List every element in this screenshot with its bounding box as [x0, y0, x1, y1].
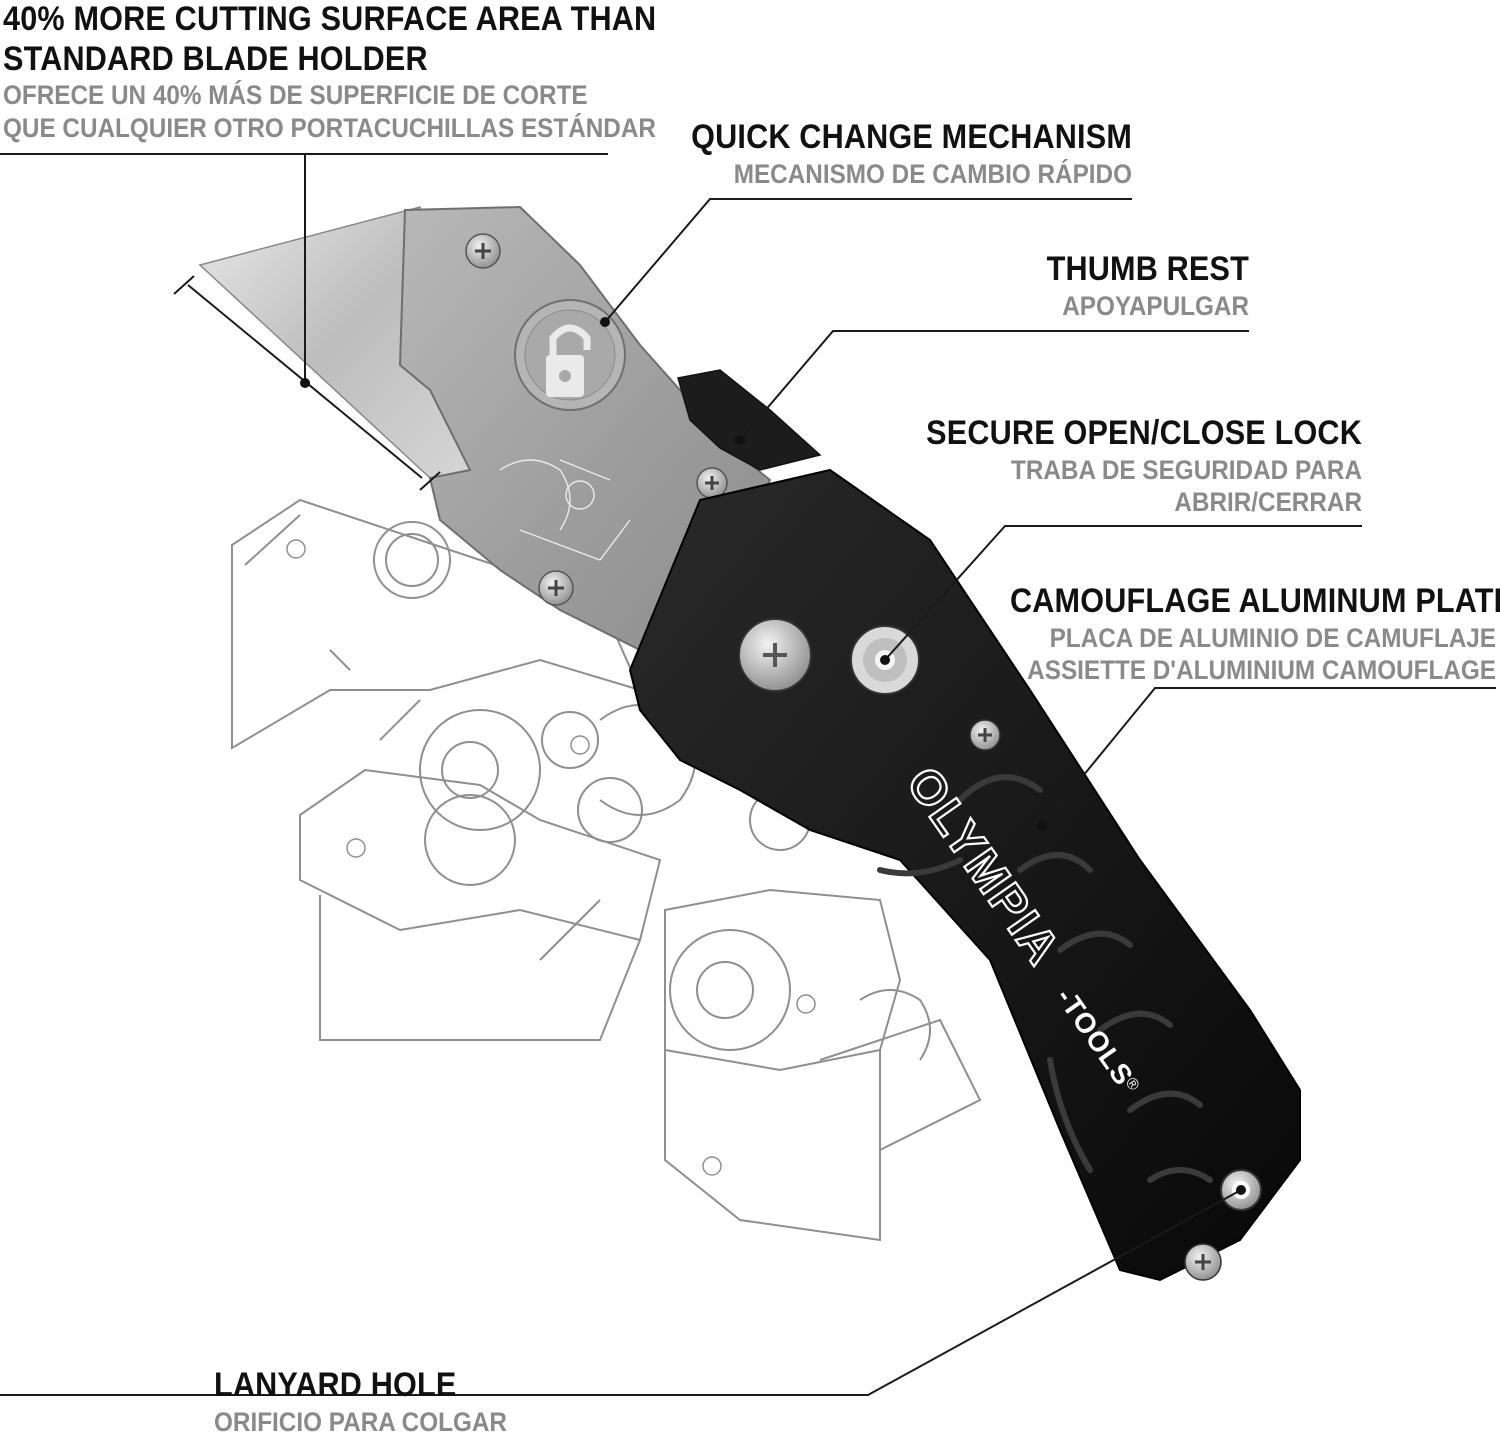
leader-quick-change	[604, 198, 1132, 323]
background-sketch	[231, 498, 982, 1242]
quick-change-title: QUICK CHANGE MECHANISM	[691, 118, 1132, 156]
leader-thumb-rest	[739, 330, 1249, 441]
screw-icon	[538, 570, 574, 606]
callout-cutting-surface: 40% MORE CUTTING SURFACE AREA THAN STAND…	[3, 0, 657, 143]
plate-sub-line2: ASSIETTE D'ALUMINIUM CAMOUFLAGE	[1027, 655, 1496, 686]
plate-sub-line1: PLACA DE ALUMINIO DE CAMUFLAJE	[1049, 622, 1496, 653]
leader-plate	[1041, 687, 1496, 827]
leader-dots	[300, 317, 1246, 1195]
cutting-title-line1: 40% MORE CUTTING SURFACE AREA THAN	[3, 0, 657, 38]
lock-sub-line2: ABRIR/CERRAR	[1174, 487, 1362, 518]
leader-cutting-tick1	[173, 275, 195, 295]
screw-icon	[969, 719, 1001, 751]
background-sketch-stars	[286, 539, 816, 1176]
pivot-screw-icon	[738, 618, 812, 692]
plate-title: CAMOUFLAGE ALUMINUM PLATE	[1010, 582, 1500, 620]
screw-icon	[465, 233, 501, 269]
leader-lanyard	[0, 1189, 1242, 1396]
leader-lock	[884, 525, 1362, 661]
callout-lanyard: LANYARD HOLE ORIFICIO PARA COLGAR	[214, 1366, 634, 1437]
handle-grooves	[877, 774, 1213, 1183]
lanyard-title: LANYARD HOLE	[214, 1366, 457, 1404]
lock-sub-line1: TRABA DE SEGURIDAD PARA	[1010, 454, 1362, 485]
callout-lock: SECURE OPEN/CLOSE LOCK TRABA DE SEGURIDA…	[862, 414, 1362, 518]
callout-plate: CAMOUFLAGE ALUMINUM PLATE PLACA DE ALUMI…	[956, 582, 1500, 686]
quick-change-lock-icon	[514, 299, 626, 411]
leader-cutting-tick2	[419, 471, 441, 491]
thumb-rest	[677, 369, 822, 471]
cutting-title-line2: STANDARD BLADE HOLDER	[3, 39, 428, 78]
screw-icon	[696, 467, 728, 499]
screw-icon	[1184, 1243, 1222, 1281]
callout-quick-change: QUICK CHANGE MECHANISM MECANISMO DE CAMB…	[612, 118, 1132, 189]
quick-change-sub: MECANISMO DE CAMBIO RÁPIDO	[733, 158, 1132, 189]
lock-title: SECURE OPEN/CLOSE LOCK	[926, 414, 1362, 452]
thumb-rest-title: THUMB REST	[1046, 250, 1249, 288]
thumb-rest-sub: APOYAPULGAR	[1062, 290, 1249, 321]
callout-leaders	[0, 153, 1496, 1396]
callout-thumb-rest: THUMB REST APOYAPULGAR	[849, 250, 1249, 321]
holder-engraving	[499, 459, 631, 561]
cutting-sub-line2: QUE CUALQUIER OTRO PORTACUCHILLAS ESTÁND…	[3, 112, 656, 143]
cutting-sub-line1: OFRECE UN 40% MÁS DE SUPERFICIE DE CORTE	[3, 80, 588, 111]
lanyard-sub: ORIFICIO PARA COLGAR	[214, 1406, 507, 1437]
